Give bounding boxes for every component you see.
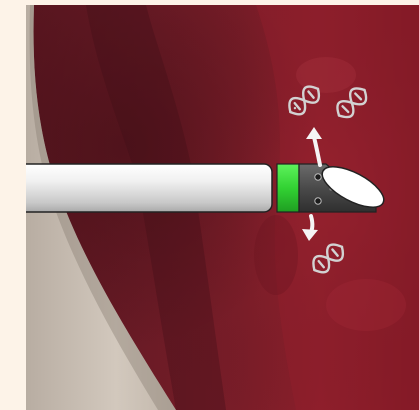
probe-port-lower: [315, 198, 321, 204]
probe-port-upper: [315, 174, 321, 180]
probe-green-band: [277, 164, 299, 212]
illustration-svg: [26, 5, 419, 410]
probe: [26, 159, 390, 216]
tissue-scene: [26, 5, 419, 410]
probe-shaft: [26, 164, 272, 212]
